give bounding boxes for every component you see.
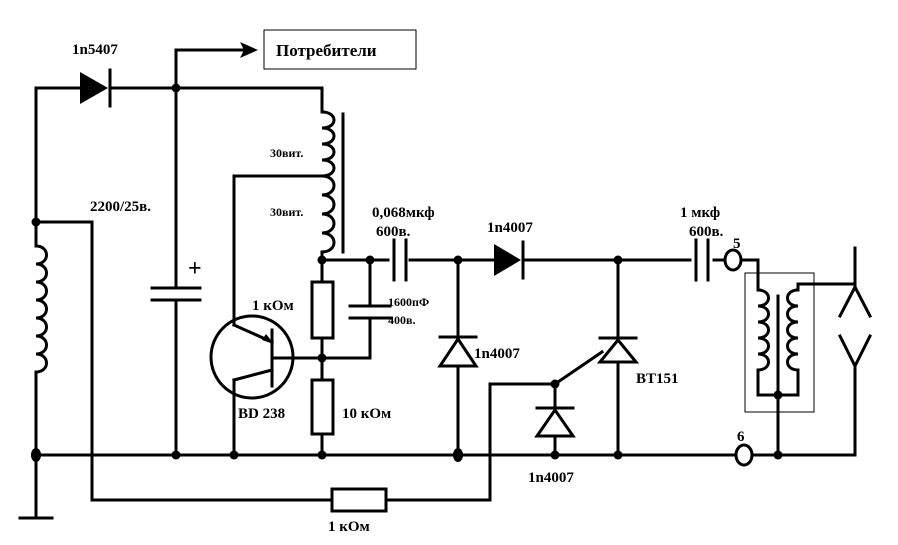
resistor-1k-top xyxy=(310,280,335,340)
label-winding-a: 30вит. xyxy=(270,146,303,160)
junction-dot xyxy=(613,450,623,460)
junction-dot xyxy=(171,450,181,460)
label-cap-main: 2200/25в. xyxy=(90,199,151,215)
resistor-10k xyxy=(310,378,335,436)
junction-dot xyxy=(550,379,560,389)
junction-dot xyxy=(453,448,463,462)
label-consumers: Потребители xyxy=(276,41,377,60)
diode-series xyxy=(494,240,525,280)
resistor-1k-bottom xyxy=(330,487,388,513)
junction-dots xyxy=(31,83,783,462)
junction-dot xyxy=(317,450,327,460)
label-r1k-bottom: 1 кОм xyxy=(328,519,370,535)
ignition-transformer-box xyxy=(744,272,815,413)
label-d1: 1n5407 xyxy=(72,42,118,58)
label-node5: 5 xyxy=(733,236,741,252)
capacitor-1600pf xyxy=(348,304,392,320)
label-c1uf-value: 1 мкф xyxy=(680,205,720,221)
junction-dot xyxy=(229,450,239,460)
transformer-primary xyxy=(320,110,345,254)
spark-gap xyxy=(837,283,873,370)
consumers-box xyxy=(263,29,417,70)
labels: 1n5407 Потребители 2200/25в. + 30вит. 30… xyxy=(72,41,745,535)
label-thyristor: BT151 xyxy=(636,371,679,387)
label-r10k: 10 кОм xyxy=(342,406,391,422)
label-d-gate: 1n4007 xyxy=(528,470,574,486)
junction-dot xyxy=(453,255,463,265)
label-d-shunt: 1n4007 xyxy=(474,346,520,362)
junction-dot xyxy=(31,448,41,462)
consumers-arrow xyxy=(240,42,258,58)
diode-shunt xyxy=(437,335,479,368)
label-winding-b: 30вит. xyxy=(270,205,303,219)
label-c1600-voltage: 400в. xyxy=(388,313,415,327)
inductor-left xyxy=(34,244,48,374)
transistor-bd238 xyxy=(209,314,295,400)
terminal-5 xyxy=(723,248,743,272)
diode-d1 xyxy=(80,68,112,108)
junction-dot xyxy=(365,255,375,265)
junction-dot xyxy=(31,217,41,227)
ignition-transformer-windings xyxy=(756,288,800,394)
capacitor-main xyxy=(150,286,202,302)
label-node6: 6 xyxy=(737,429,745,445)
label-r1k-top: 1 кОм xyxy=(252,298,294,314)
junction-dot xyxy=(171,83,181,93)
label-c068-value: 0,068мкф xyxy=(372,205,435,221)
junction-dot xyxy=(317,255,327,265)
label-c1600-value: 1600пФ xyxy=(388,295,429,309)
junction-dot xyxy=(317,353,327,363)
capacitor-1uf xyxy=(694,238,710,282)
label-c068-voltage: 600в. xyxy=(376,224,411,240)
capacitor-0068 xyxy=(392,238,408,282)
junction-dot xyxy=(613,255,623,265)
thyristor-bt151 xyxy=(596,336,640,364)
label-c1uf-voltage: 600в. xyxy=(689,224,724,240)
label-transistor: BD 238 xyxy=(238,406,285,422)
junction-dot xyxy=(773,390,783,400)
wires xyxy=(34,48,857,520)
diode-gate xyxy=(534,406,576,438)
label-plus: + xyxy=(188,256,202,282)
junction-dot xyxy=(773,450,783,460)
label-d-series: 1n4007 xyxy=(487,220,533,236)
terminal-6 xyxy=(734,443,754,467)
junction-dot xyxy=(550,450,560,460)
